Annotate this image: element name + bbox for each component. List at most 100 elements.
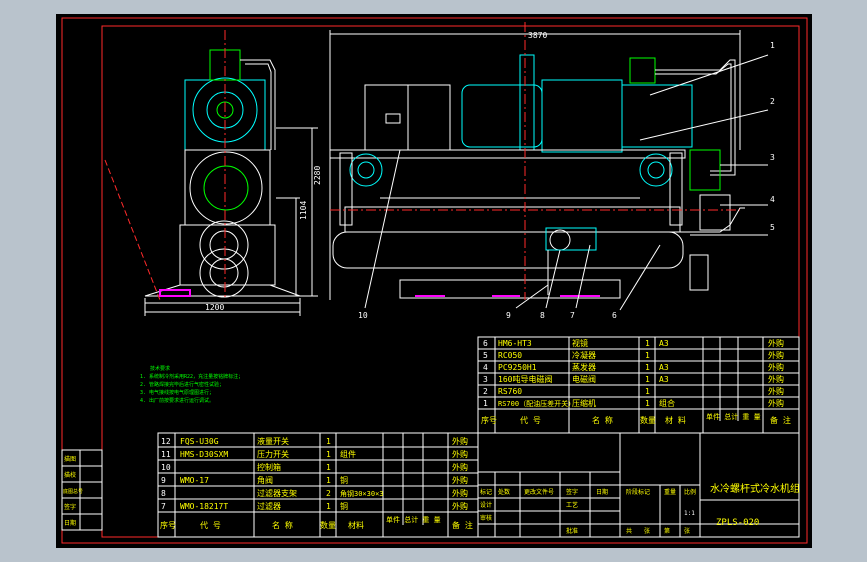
note-line: 3. 电气接线按电气原理图进行； xyxy=(140,389,214,396)
cell: 液量开关 xyxy=(257,436,289,446)
cell: 1 xyxy=(645,351,650,360)
header-cell: 材料 xyxy=(348,520,364,530)
tb-label: 工艺 xyxy=(566,501,578,509)
cell: 1 xyxy=(326,463,331,472)
cell: 组合 xyxy=(659,398,675,408)
header-cell: 名 称 xyxy=(272,520,293,530)
cell: 160吨导电磁阀 xyxy=(498,374,552,384)
cell: 蒸发器 xyxy=(572,362,596,372)
front-view xyxy=(329,22,745,300)
balloon-6: 6 xyxy=(612,311,617,320)
parts-right-rows: 6 HM6-HT3 视镜 1 A3 外购 5 RC050 冷凝器 1 外购 4 … xyxy=(481,338,791,425)
header-cell: 序号 xyxy=(481,415,497,425)
cell: A3 xyxy=(659,363,669,372)
cell: RS760 xyxy=(498,387,522,396)
cell: 1 xyxy=(645,399,650,408)
cell: RC050 xyxy=(498,351,522,360)
cell: 1 xyxy=(326,437,331,446)
header-cell: 单件 总计 重 量 xyxy=(706,412,761,421)
cell: 2 xyxy=(326,489,331,498)
leader-lines xyxy=(364,54,769,311)
side-view xyxy=(104,30,318,316)
cell: 过滤器 xyxy=(257,501,281,511)
stamp-cell: 日期 xyxy=(64,519,76,527)
cell: 外购 xyxy=(452,462,468,472)
drawing-number: ZPLS-020 xyxy=(716,518,759,528)
drawing-canvas xyxy=(56,14,812,548)
balloon-5: 5 xyxy=(770,223,775,232)
note-line: 2. 管路焊接完毕后进行气密性试验； xyxy=(140,381,224,388)
cell: 8 xyxy=(161,489,166,498)
cell: HMS-D30SXM xyxy=(180,450,228,459)
cell: 外购 xyxy=(452,488,468,498)
cell: PC9250H1 xyxy=(498,363,537,372)
cell: 外购 xyxy=(768,398,784,408)
technical-notes: 技术要求 1. 系统制冷剂采用R22，充注量按铭牌标注； 2. 管路焊接完毕后进… xyxy=(140,365,243,404)
cell: 11 xyxy=(161,450,171,459)
cell: WMO-18217T xyxy=(180,502,228,511)
outer-border xyxy=(61,17,808,544)
cell: 1 xyxy=(326,476,331,485)
stamp-cell: 描校 xyxy=(64,471,76,479)
cell: 外购 xyxy=(452,436,468,446)
dim-width-top: 3870 xyxy=(528,31,547,40)
cell: 10 xyxy=(161,463,171,472)
header-cell: 单件 总计 重 量 xyxy=(386,515,441,524)
parts-left-rows: 12 FQS-U30G 液量开关 1 外购 11 HMS-D30SXM 压力开关… xyxy=(160,436,473,530)
tb-label: 审核 xyxy=(480,514,492,522)
cell: 电磁阀 xyxy=(572,374,596,384)
cell: 铜 xyxy=(340,475,348,485)
cell: 4 xyxy=(483,363,488,372)
balloon-3: 3 xyxy=(770,153,775,162)
balloon-10: 10 xyxy=(358,311,368,320)
cell: 外购 xyxy=(768,362,784,372)
header-cell: 材 料 xyxy=(665,415,686,425)
cell: 1 xyxy=(483,399,488,408)
cell: A3 xyxy=(659,339,669,348)
cell: RS700（配油压差开关） xyxy=(498,399,575,408)
dim-width-bottom: 1200 xyxy=(205,303,224,312)
side-stamp: 描图 描校 底图总号 签字 日期 xyxy=(61,449,103,531)
parts-list-left xyxy=(157,432,479,538)
header-cell: 数量 xyxy=(640,415,656,425)
dim-height-inner: 1104 xyxy=(299,201,308,220)
cell: 铜 xyxy=(340,501,348,511)
tb-label: 重量 xyxy=(664,488,676,496)
balloon-4: 4 xyxy=(770,195,775,204)
tb-scale: 1:1 xyxy=(684,510,695,517)
tb-label: 共 xyxy=(626,527,632,535)
tb-label: 比例 xyxy=(684,488,696,496)
cell: 组件 xyxy=(340,449,356,459)
cell: 角钢30×30×3 xyxy=(340,489,384,498)
cell: 控制箱 xyxy=(257,462,281,472)
cell: 1 xyxy=(645,375,650,384)
cell: 9 xyxy=(161,476,166,485)
tb-label: 张 xyxy=(684,527,690,535)
cell: 压缩机 xyxy=(572,398,596,408)
cell: 外购 xyxy=(768,386,784,396)
cell: 1 xyxy=(645,363,650,372)
header-cell: 备 注 xyxy=(770,415,791,425)
cell: 外购 xyxy=(768,338,784,348)
note-line: 1. 系统制冷剂采用R22，充注量按铭牌标注； xyxy=(140,373,243,380)
tb-label: 标记 xyxy=(480,488,492,496)
balloon-8: 8 xyxy=(540,311,545,320)
cell: 1 xyxy=(645,339,650,348)
header-cell: 代 号 xyxy=(200,520,221,530)
balloon-2: 2 xyxy=(770,97,775,106)
title-block xyxy=(477,432,800,538)
cell: 视镜 xyxy=(572,338,588,348)
tb-label: 签字 xyxy=(566,488,578,496)
title-block-labels: 标记 处数 更改文件号 签字 日期 设计 审核 工艺 批准 阶段标记 重量 比例… xyxy=(480,488,696,535)
header-cell: 备 注 xyxy=(452,520,473,530)
cell: 1 xyxy=(326,450,331,459)
balloon-7: 7 xyxy=(570,311,575,320)
balloon-9: 9 xyxy=(506,311,511,320)
tb-label: 第 xyxy=(664,527,670,535)
cell: 1 xyxy=(326,502,331,511)
cell: 1 xyxy=(645,387,650,396)
cell: 外购 xyxy=(452,501,468,511)
cell: 7 xyxy=(161,502,166,511)
stamp-cell: 描图 xyxy=(64,455,76,463)
